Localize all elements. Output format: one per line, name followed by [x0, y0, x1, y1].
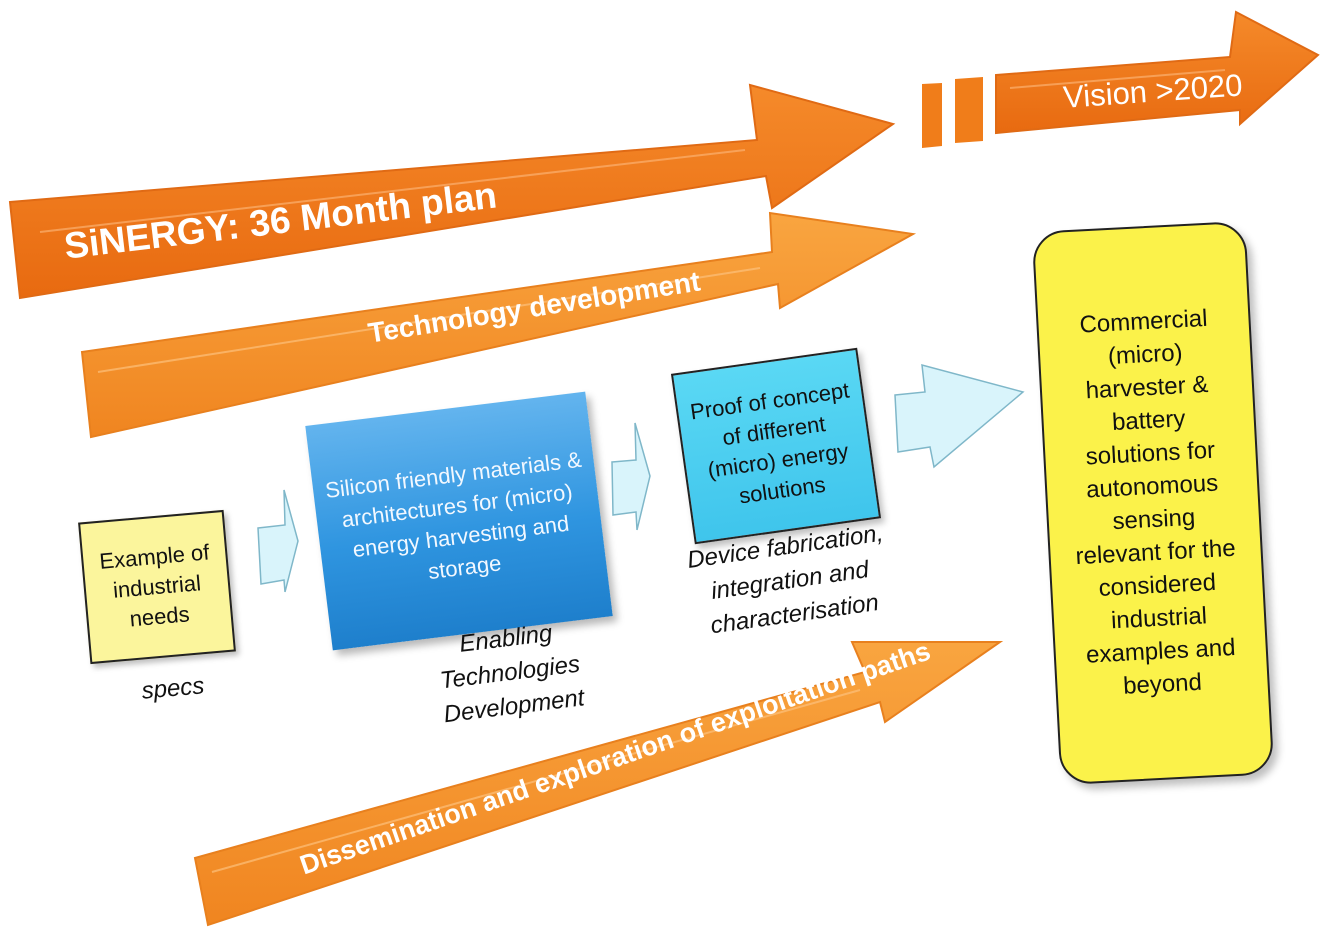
vision-arrow	[995, 10, 1320, 135]
flow-arrow-3	[894, 363, 1025, 469]
enabling-caption: Enabling Technologies Development	[438, 619, 586, 729]
proof-of-concept-box: Proof of concept of different (micro) en…	[670, 347, 882, 545]
main-plan-arrow	[8, 83, 896, 300]
commercial-solutions-text: Commercial (micro) harvester & battery s…	[1074, 304, 1237, 700]
flow-arrow-1	[257, 489, 299, 593]
dissemination-arrow	[193, 641, 1004, 927]
enabling-technologies-box: Silicon friendly materials & architectur…	[305, 391, 613, 651]
technology-arrow	[80, 211, 917, 439]
flow-arrow-2	[611, 422, 651, 531]
proof-of-concept-text: Proof of concept of different (micro) en…	[688, 377, 851, 509]
vision-dash-2	[955, 77, 983, 143]
vision-dash-1	[922, 83, 942, 148]
industrial-needs-box: Example of industrial needs	[78, 509, 236, 665]
industrial-needs-text: Example of industrial needs	[98, 539, 211, 632]
enabling-technologies-text: Silicon friendly materials & architectur…	[323, 446, 583, 585]
commercial-solutions-box: Commercial (micro) harvester & battery s…	[1031, 220, 1275, 786]
